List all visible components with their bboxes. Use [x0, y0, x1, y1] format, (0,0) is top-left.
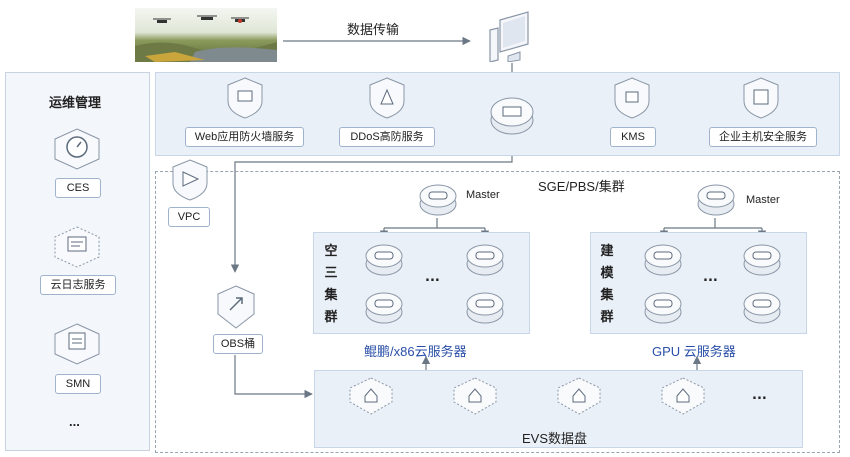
- obs-bucket-icon: [214, 284, 258, 335]
- disk-icon: [660, 376, 706, 421]
- router-icon: [488, 90, 536, 143]
- server-node-icon: [363, 284, 405, 331]
- ddos-shield-icon: [367, 76, 407, 125]
- server-node-icon: [642, 284, 684, 331]
- server-node-icon: [642, 236, 684, 283]
- vpc-label[interactable]: VPC: [168, 207, 210, 227]
- server-node-icon: [363, 236, 405, 283]
- message-icon: [52, 322, 102, 371]
- cluster-title: SGE/PBS/集群: [538, 179, 625, 194]
- smn-label[interactable]: SMN: [55, 374, 101, 394]
- log-service-label[interactable]: 云日志服务: [40, 275, 116, 295]
- server-node-icon: [741, 284, 783, 331]
- evs-bar: [314, 370, 803, 448]
- evs-ellipsis: ...: [752, 388, 767, 403]
- key-shield-icon: [612, 76, 652, 125]
- master-server-icon: [417, 176, 459, 223]
- server-node-icon: [464, 236, 506, 283]
- waf-label[interactable]: Web应用防火墙服务: [185, 127, 304, 147]
- ces-label[interactable]: CES: [55, 178, 101, 198]
- ops-panel-title: 运维管理: [49, 95, 102, 110]
- vpc-icon: [170, 158, 210, 207]
- server-node-icon: [464, 284, 506, 331]
- evs-label: EVS数据盘: [522, 431, 588, 446]
- server-node-icon: [741, 236, 783, 283]
- gauge-icon: [52, 127, 102, 176]
- host-shield-icon: [741, 76, 781, 125]
- left-master-label: Master: [466, 189, 500, 201]
- right-master-label: Master: [746, 194, 780, 206]
- right-group-caption: GPU 云服务器: [652, 344, 736, 359]
- disk-icon: [348, 376, 394, 421]
- data-transfer-label: 数据传输: [347, 22, 400, 37]
- disk-icon: [556, 376, 602, 421]
- shield-icon: [225, 76, 265, 125]
- drone-field-image: [135, 8, 277, 62]
- obs-label[interactable]: OBS桶: [213, 334, 263, 354]
- left-group-caption: 鲲鹏/x86云服务器: [364, 344, 467, 359]
- right-group-side-label: 建 模 集 群: [600, 243, 614, 324]
- cluster-region: [155, 171, 840, 453]
- right-nodes-ellipsis: ...: [703, 270, 718, 285]
- workstation-icon: [486, 10, 538, 63]
- left-group-side-label: 空 三 集 群: [324, 243, 338, 324]
- log-icon: [52, 225, 102, 274]
- disk-icon: [452, 376, 498, 421]
- left-nodes-ellipsis: ...: [425, 270, 440, 285]
- master-server-icon: [695, 176, 737, 223]
- hss-label[interactable]: 企业主机安全服务: [709, 127, 817, 147]
- ops-more-ellipsis: ...: [69, 414, 80, 429]
- kms-label[interactable]: KMS: [610, 127, 656, 147]
- ddos-label[interactable]: DDoS高防服务: [339, 127, 435, 147]
